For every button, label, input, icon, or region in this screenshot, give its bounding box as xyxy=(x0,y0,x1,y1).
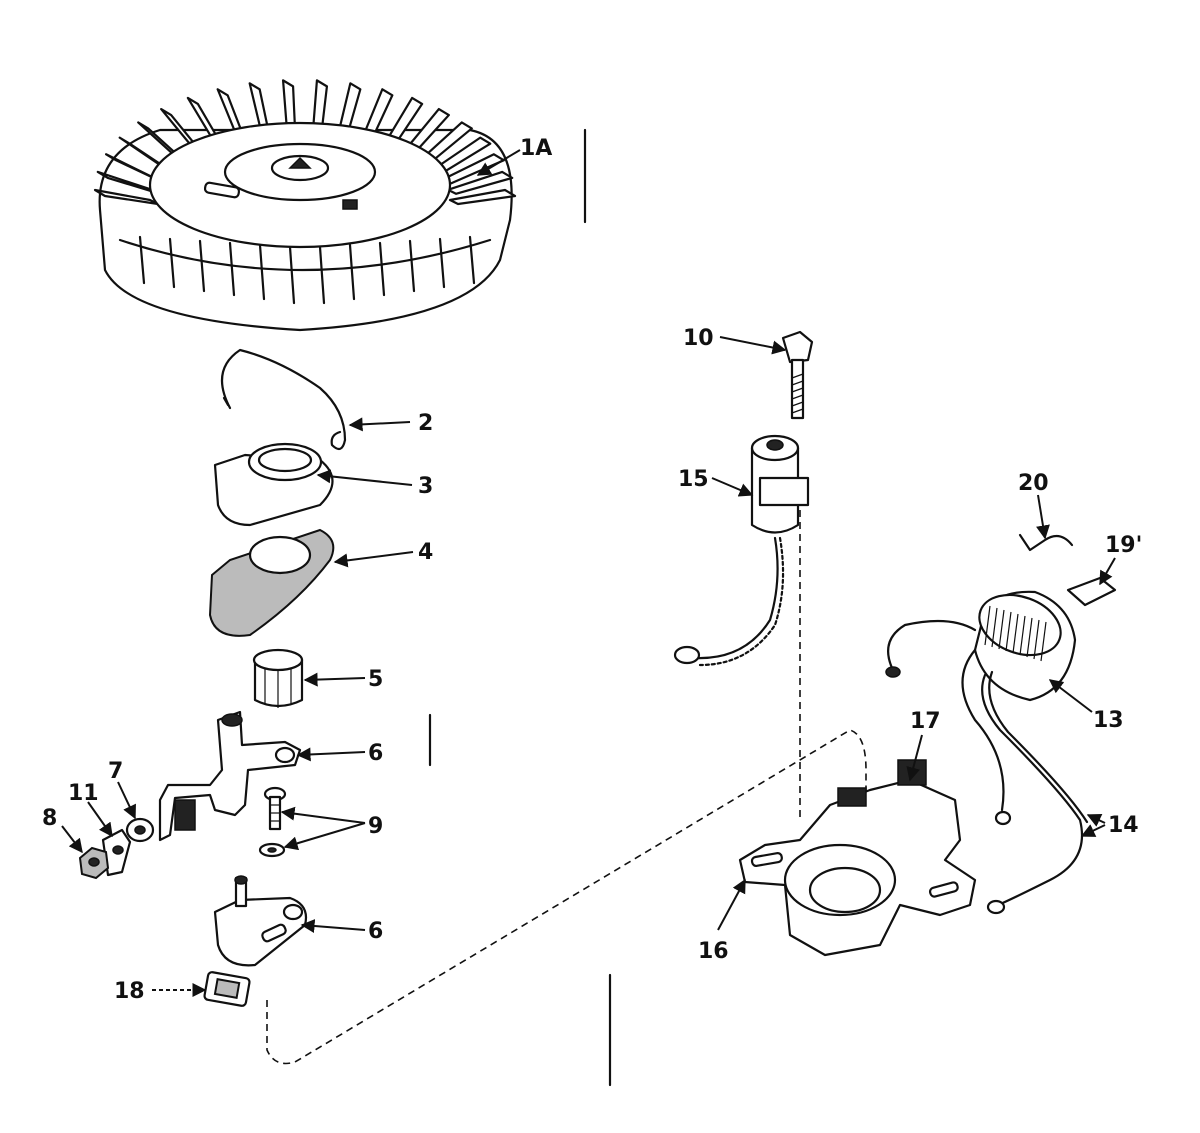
flywheel-fin xyxy=(448,188,517,206)
leader-15 xyxy=(711,477,754,497)
leader-1A xyxy=(476,149,521,176)
bushing-part xyxy=(252,648,304,708)
label-1A: 1A xyxy=(520,136,552,161)
leader-16 xyxy=(717,878,746,931)
assembly-dashed-line xyxy=(266,729,867,1065)
flywheel-rib xyxy=(138,235,146,285)
screw-thread xyxy=(791,380,804,386)
flywheel-fin xyxy=(446,170,514,195)
coil-winding xyxy=(1005,611,1012,652)
label-14: 14 xyxy=(1108,813,1139,838)
plate-part xyxy=(213,875,308,967)
leader-6-upper xyxy=(296,747,366,762)
coil-winding xyxy=(1033,619,1040,660)
label-5: 5 xyxy=(368,667,383,692)
flywheel-rib xyxy=(378,241,386,297)
label-13: 13 xyxy=(1093,708,1124,733)
screw-thread xyxy=(791,373,804,379)
label-3: 3 xyxy=(418,474,433,499)
condenser-part xyxy=(673,434,810,667)
flywheel-rib xyxy=(438,237,446,289)
cover-part xyxy=(213,442,334,527)
coil-winding xyxy=(1026,617,1033,658)
label-2: 2 xyxy=(418,411,433,436)
leader-8 xyxy=(61,825,83,854)
clip-19-part xyxy=(1066,576,1117,607)
coil-winding xyxy=(1012,613,1019,654)
clip-part xyxy=(101,828,132,877)
label-19: 19' xyxy=(1105,533,1142,558)
screw-part xyxy=(781,330,814,420)
flywheel-rib xyxy=(288,245,296,305)
label-20: 20 xyxy=(1018,471,1049,496)
leader-10 xyxy=(719,336,787,355)
label-15: 15 xyxy=(678,467,709,492)
leader-2 xyxy=(348,417,411,432)
leader-5 xyxy=(303,672,366,687)
leader-19 xyxy=(1099,557,1116,586)
label-4: 4 xyxy=(418,540,433,565)
screw-thread xyxy=(791,401,804,407)
label-10: 10 xyxy=(683,326,714,351)
label-16: 16 xyxy=(698,939,729,964)
label-6-lower: 6 xyxy=(368,919,383,944)
label-8: 8 xyxy=(42,806,57,831)
screw-thread xyxy=(791,394,804,400)
coil-winding xyxy=(998,609,1005,650)
leader-9-a xyxy=(280,806,366,824)
leader-6-lower xyxy=(300,919,366,933)
ground-lead-part xyxy=(981,670,1089,915)
label-18: 18 xyxy=(114,979,145,1004)
coil-winding xyxy=(1019,615,1026,656)
flywheel-rib xyxy=(168,237,176,289)
leader-11 xyxy=(87,801,113,838)
spring-clip-part xyxy=(1018,533,1074,552)
label-17: 17 xyxy=(910,709,941,734)
coil-winding xyxy=(991,607,998,648)
flywheel-rib xyxy=(258,243,266,301)
leader-17 xyxy=(906,734,923,782)
leader-9-b xyxy=(283,822,366,851)
coil-part xyxy=(885,590,1077,826)
screw-and-washer-part xyxy=(258,786,287,858)
leader-4 xyxy=(333,551,414,568)
spring-part xyxy=(220,348,347,451)
washer-part xyxy=(125,817,155,843)
label-11: 11 xyxy=(68,781,99,806)
nut-part xyxy=(78,846,110,880)
breaker-arm-part xyxy=(158,710,302,842)
screw-thread xyxy=(791,387,804,393)
leader-13 xyxy=(1048,679,1093,713)
flywheel-rib xyxy=(318,245,326,305)
coil-base-part xyxy=(738,759,977,957)
label-9: 9 xyxy=(368,814,383,839)
leader-3 xyxy=(316,469,413,486)
leader-7 xyxy=(117,781,136,820)
flywheel-rib xyxy=(408,239,416,293)
flywheel-part xyxy=(93,79,517,332)
coil-winding xyxy=(1040,621,1047,662)
coil-winding xyxy=(984,605,991,646)
felt-part xyxy=(208,528,335,637)
leader-14-a xyxy=(1086,814,1106,827)
label-7: 7 xyxy=(108,759,123,784)
gasket-part xyxy=(203,971,251,1007)
leader-20 xyxy=(1036,494,1050,540)
flywheel-rib xyxy=(198,239,206,293)
screw-thread xyxy=(791,408,804,414)
flywheel-rib xyxy=(228,241,236,297)
leader-14-b xyxy=(1080,824,1106,837)
label-6-upper: 6 xyxy=(368,741,383,766)
flywheel-rib xyxy=(348,243,356,301)
